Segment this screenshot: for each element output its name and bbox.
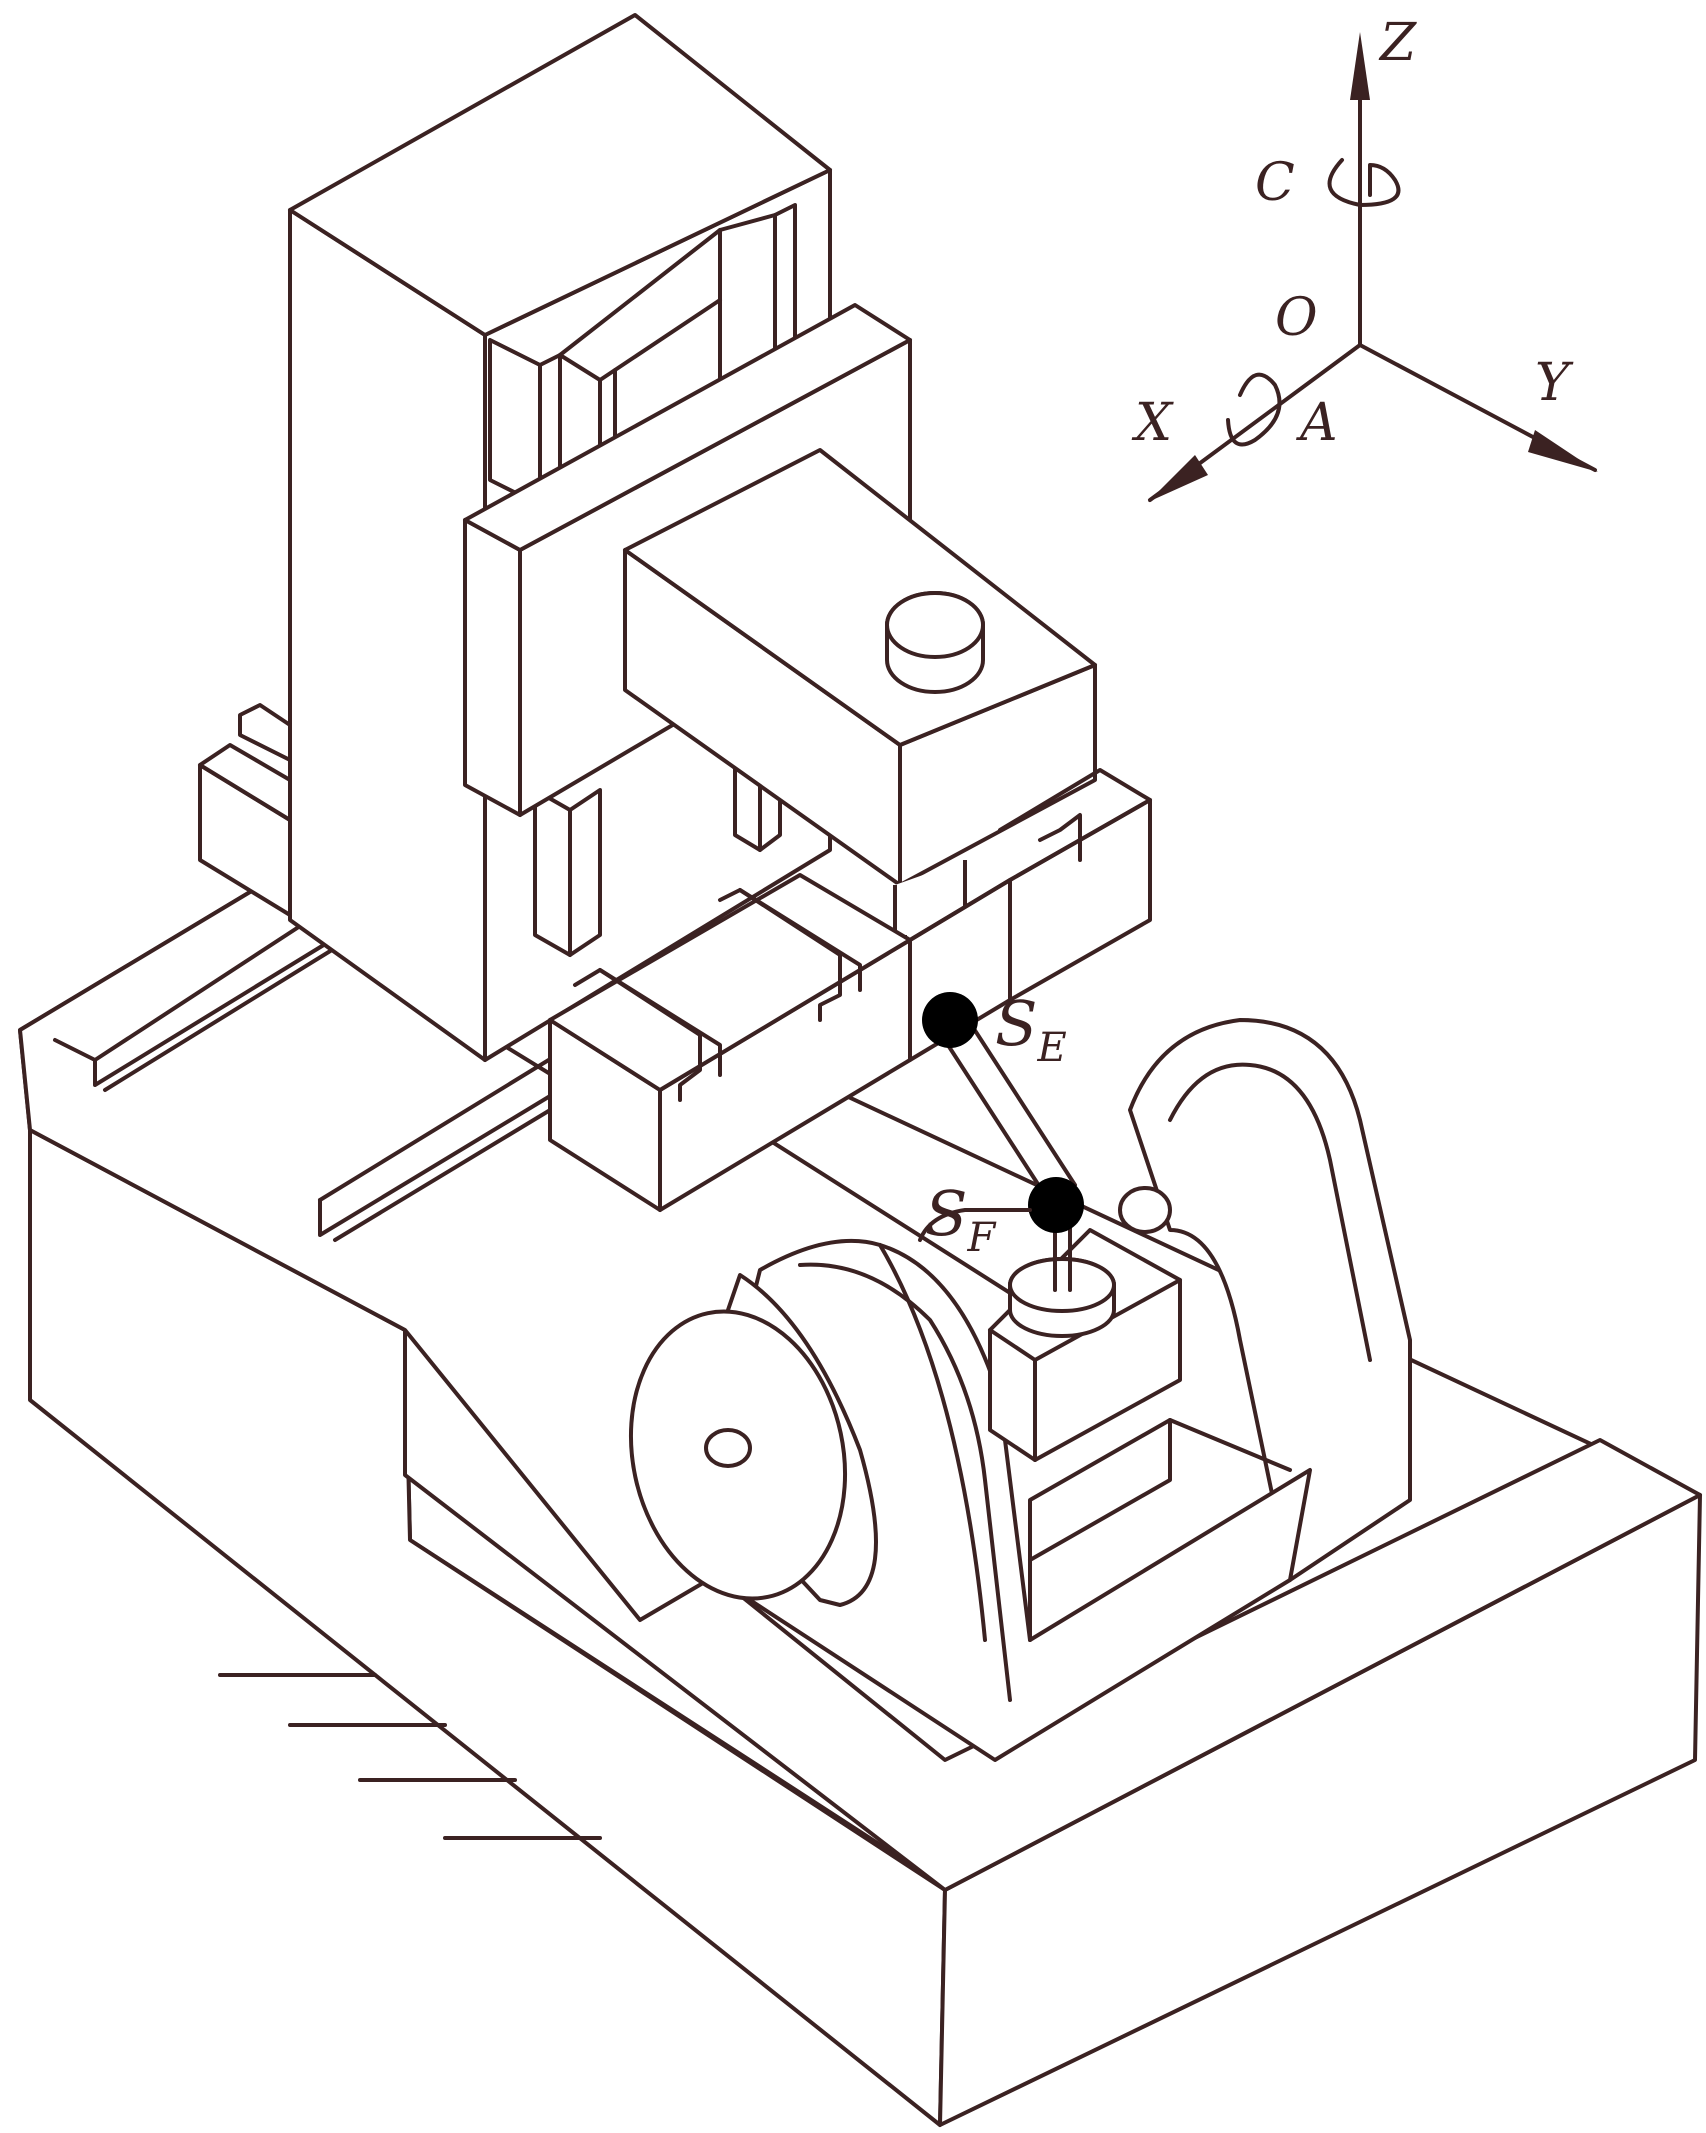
a-rotation-arrow — [1226, 372, 1282, 447]
a-axis-label: A — [1296, 393, 1338, 453]
y-arrowhead — [1528, 430, 1598, 472]
origin-label: O — [1275, 288, 1318, 348]
z-arrowhead — [1350, 32, 1370, 100]
z-axis-label: Z — [1378, 13, 1417, 73]
x-arrowhead — [1148, 455, 1208, 502]
spindle-ball — [922, 992, 978, 1048]
rotary-tilt-table — [628, 1018, 1412, 1762]
y-axis-label: Y — [1535, 353, 1574, 413]
c-axis-label: C — [1255, 153, 1295, 213]
coordinate-axes — [1148, 32, 1598, 502]
ballbar — [918, 992, 1084, 1242]
ground-hatch — [218, 1673, 602, 1840]
table-point-label: SF — [925, 1177, 996, 1261]
c-rotation-arrow — [1327, 158, 1401, 207]
x-axis-label: X — [1131, 393, 1174, 453]
table-ball — [1028, 1177, 1084, 1233]
spindle-point-label: SE — [995, 987, 1067, 1071]
